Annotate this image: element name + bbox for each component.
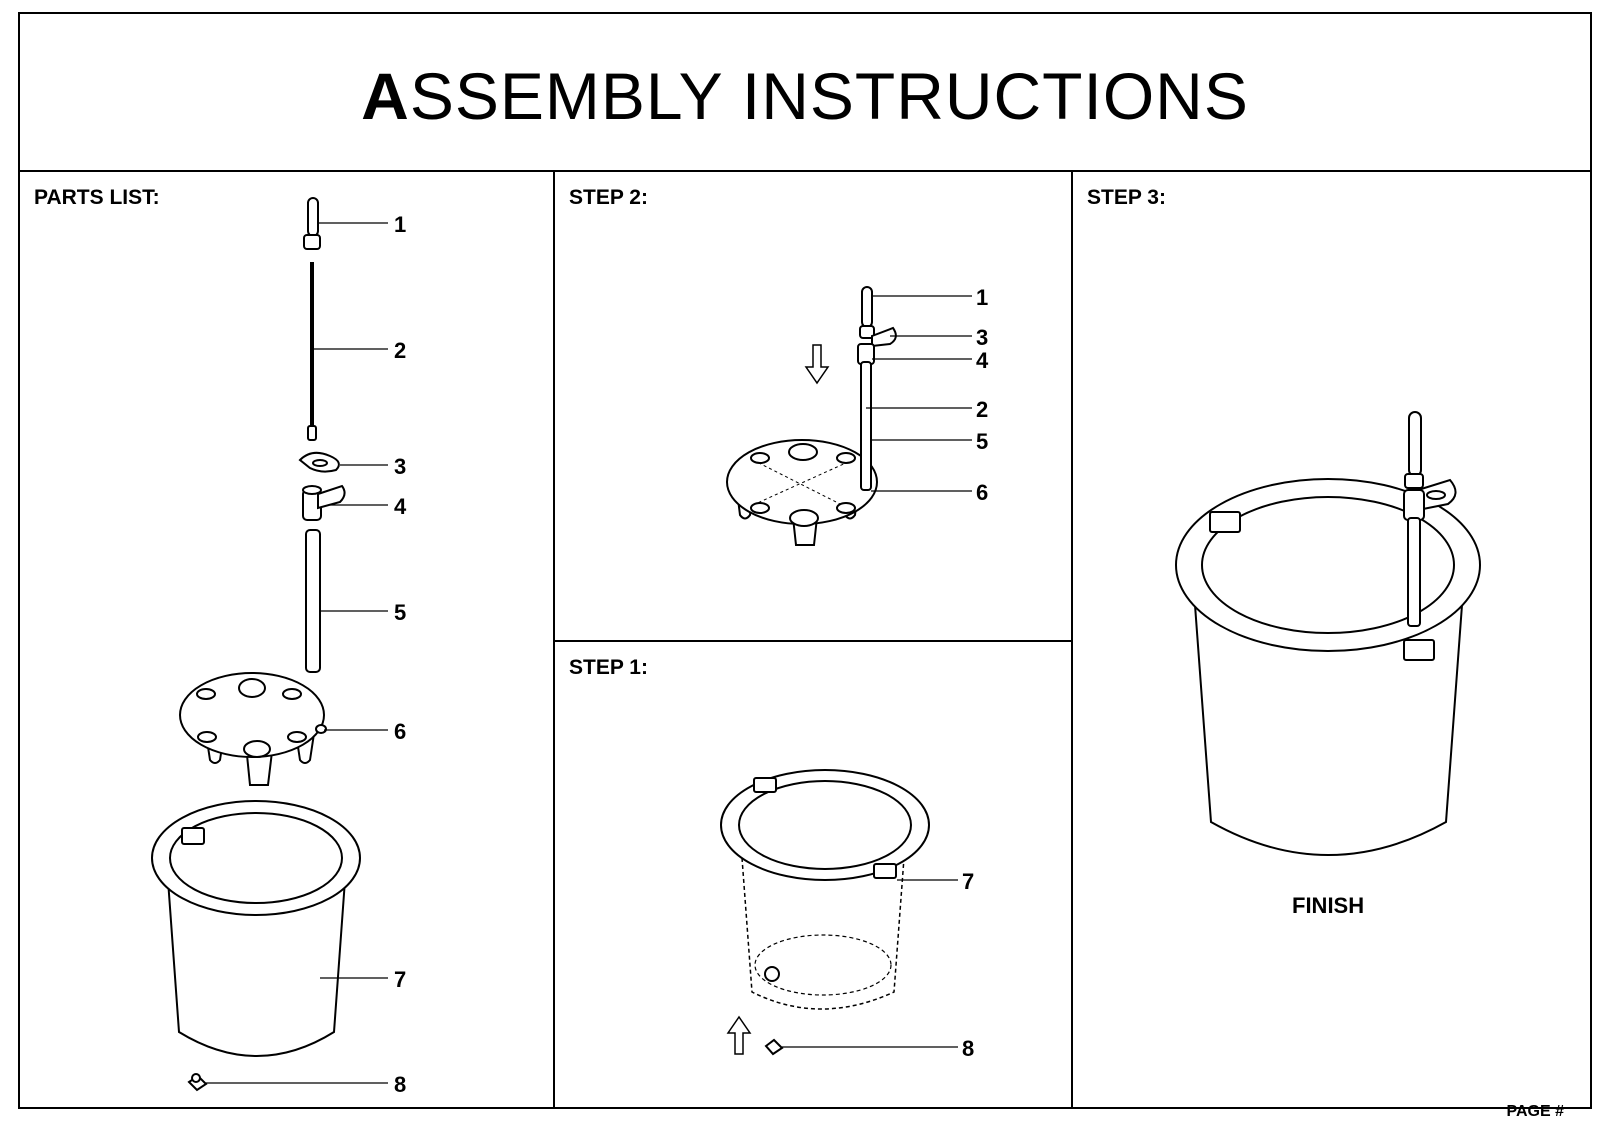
page-title: ASSEMBLY INSTRUCTIONS <box>20 58 1590 134</box>
page-footer: PAGE # <box>1506 1103 1565 1120</box>
step-3-heading: STEP 3: <box>1087 186 1166 209</box>
step-2-panel: STEP 2: <box>553 170 1073 642</box>
title-rest: SSEMBLY INSTRUCTIONS <box>409 59 1249 133</box>
finish-label: FINISH <box>1292 893 1365 918</box>
title-box: ASSEMBLY INSTRUCTIONS <box>18 12 1592 172</box>
step-3-panel: STEP 3: <box>1071 170 1592 1109</box>
parts-list-heading: PARTS LIST: <box>34 186 160 209</box>
step-2-heading: STEP 2: <box>569 186 648 209</box>
step-1-heading: STEP 1: <box>569 656 648 679</box>
step-1-panel: STEP 1: <box>553 640 1073 1109</box>
parts-list-panel: PARTS LIST: <box>18 170 555 1109</box>
title-initial: A <box>361 59 410 133</box>
